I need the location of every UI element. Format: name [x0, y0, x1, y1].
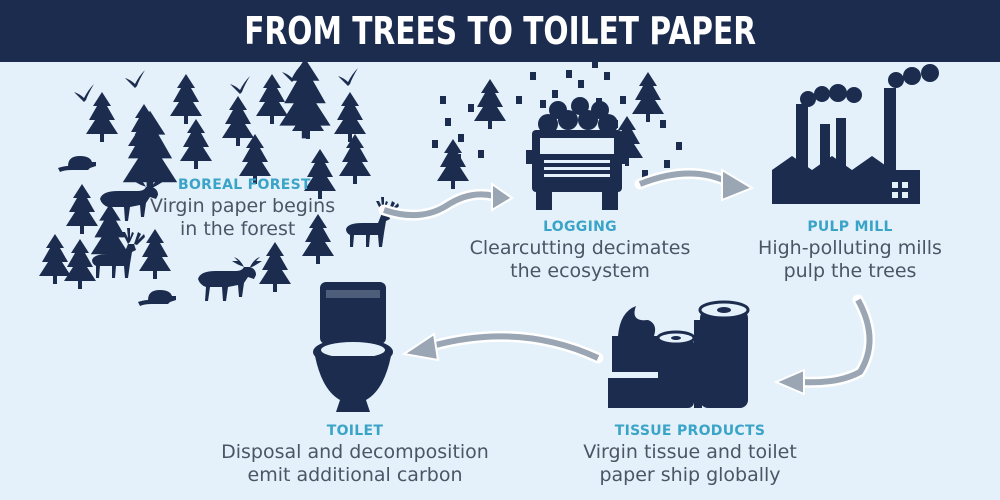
description-line: Disposal and decomposition: [221, 441, 489, 463]
step-title: LOGGING: [543, 219, 617, 235]
step-description: Clearcutting decimates the ecosystem: [460, 237, 700, 283]
description-line: pulp the trees: [783, 260, 917, 282]
step-description: High-polluting mills pulp the trees: [740, 237, 960, 283]
step-title: PULP MILL: [807, 219, 893, 235]
step-description: Disposal and decomposition emit addition…: [215, 441, 495, 487]
title-banner: FROM TREES TO TOILET PAPER: [0, 0, 1000, 62]
step-description: Virgin paper begins in the forest: [150, 195, 340, 241]
factory-icon: [772, 64, 939, 204]
step-tissue-products: TISSUE PRODUCTS Virgin tissue and toilet…: [560, 423, 820, 487]
toilet-icon: [313, 282, 393, 412]
step-title: TISSUE PRODUCTS: [614, 423, 766, 439]
description-line: High-polluting mills: [758, 237, 942, 259]
step-toilet: TOILET Disposal and decomposition emit a…: [215, 423, 495, 487]
step-title: BOREAL FOREST: [178, 177, 311, 193]
step-description: Virgin tissue and toilet paper ship glob…: [560, 441, 820, 487]
description-line: emit additional carbon: [247, 464, 463, 486]
process-diagram: [39, 62, 939, 412]
step-title: TOILET: [326, 423, 384, 439]
step-boreal-forest: BOREAL FOREST Virgin paper begins in the…: [150, 177, 340, 241]
page-title: FROM TREES TO TOILET PAPER: [244, 9, 756, 53]
logging-truck-icon: [432, 62, 682, 210]
description-line: Virgin tissue and toilet: [583, 441, 797, 463]
tissue-rolls-icon: [608, 300, 750, 408]
step-pulp-mill: PULP MILL High-polluting mills pulp the …: [740, 219, 960, 283]
description-line: paper ship globally: [599, 464, 781, 486]
description-line: in the forest: [180, 218, 296, 240]
step-logging: LOGGING Clearcutting decimates the ecosy…: [460, 219, 700, 283]
description-line: Virgin paper begins: [150, 195, 336, 217]
description-line: Clearcutting decimates: [469, 237, 691, 259]
description-line: the ecosystem: [510, 260, 650, 282]
flow-arrows: [378, 168, 875, 396]
